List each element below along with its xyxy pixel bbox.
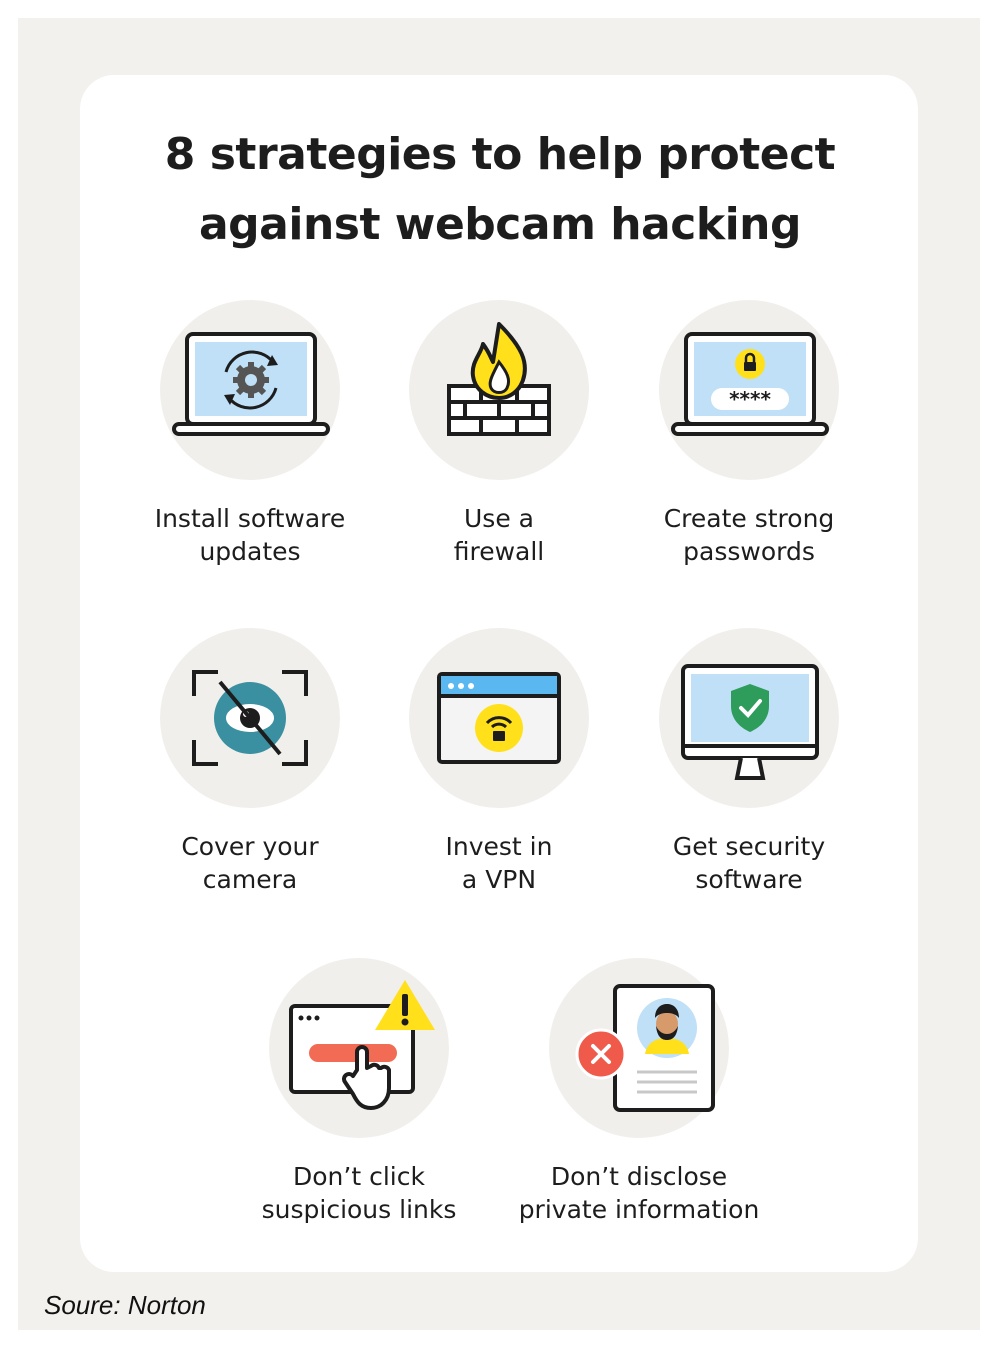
vpn-browser-icon <box>437 672 561 764</box>
icon-circle <box>409 628 589 808</box>
laptop-password-icon: **** <box>671 332 829 436</box>
firewall-icon <box>447 322 551 436</box>
icon-circle <box>160 628 340 808</box>
strategy-passwords: **** Create strong passwords <box>624 300 874 568</box>
strategy-label: Don’t disclose private information <box>518 1162 760 1224</box>
strategy-security-software: Get security software <box>624 628 874 896</box>
strategy-label: Get security software <box>672 832 826 894</box>
laptop-update-icon <box>172 332 330 436</box>
profile-card-icon <box>575 984 715 1112</box>
eye-slash-icon <box>192 670 308 766</box>
icon-circle <box>160 300 340 480</box>
icon-circle <box>269 958 449 1138</box>
strategy-private-info: Don’t disclose private information <box>514 958 764 1226</box>
monitor-shield-icon <box>681 664 819 780</box>
icon-circle: **** <box>659 300 839 480</box>
password-mask-text: **** <box>729 387 771 411</box>
strategy-label: Use a firewall <box>453 504 545 566</box>
strategy-label: Invest in a VPN <box>445 832 553 894</box>
strategy-cover-camera: Cover your camera <box>125 628 375 896</box>
strategy-firewall: Use a firewall <box>374 300 624 568</box>
strategy-label: Don’t click suspicious links <box>261 1162 457 1224</box>
icon-circle <box>659 628 839 808</box>
warning-link-icon <box>289 980 435 1110</box>
strategy-label: Install software updates <box>154 504 346 566</box>
title-line-2: against webcam hacking <box>198 199 802 250</box>
source-caption: Soure: Norton <box>44 1290 206 1320</box>
icon-circle <box>549 958 729 1138</box>
strategy-label: Cover your camera <box>181 832 319 894</box>
page-title: 8 strategies to help protect against web… <box>0 120 1000 260</box>
icon-circle <box>409 300 589 480</box>
strategy-vpn: Invest in a VPN <box>374 628 624 896</box>
strategy-suspicious-links: Don’t click suspicious links <box>234 958 484 1226</box>
title-line-1: 8 strategies to help protect <box>164 129 836 180</box>
strategy-install-updates: Install software updates <box>125 300 375 568</box>
strategy-label: Create strong passwords <box>663 504 835 566</box>
